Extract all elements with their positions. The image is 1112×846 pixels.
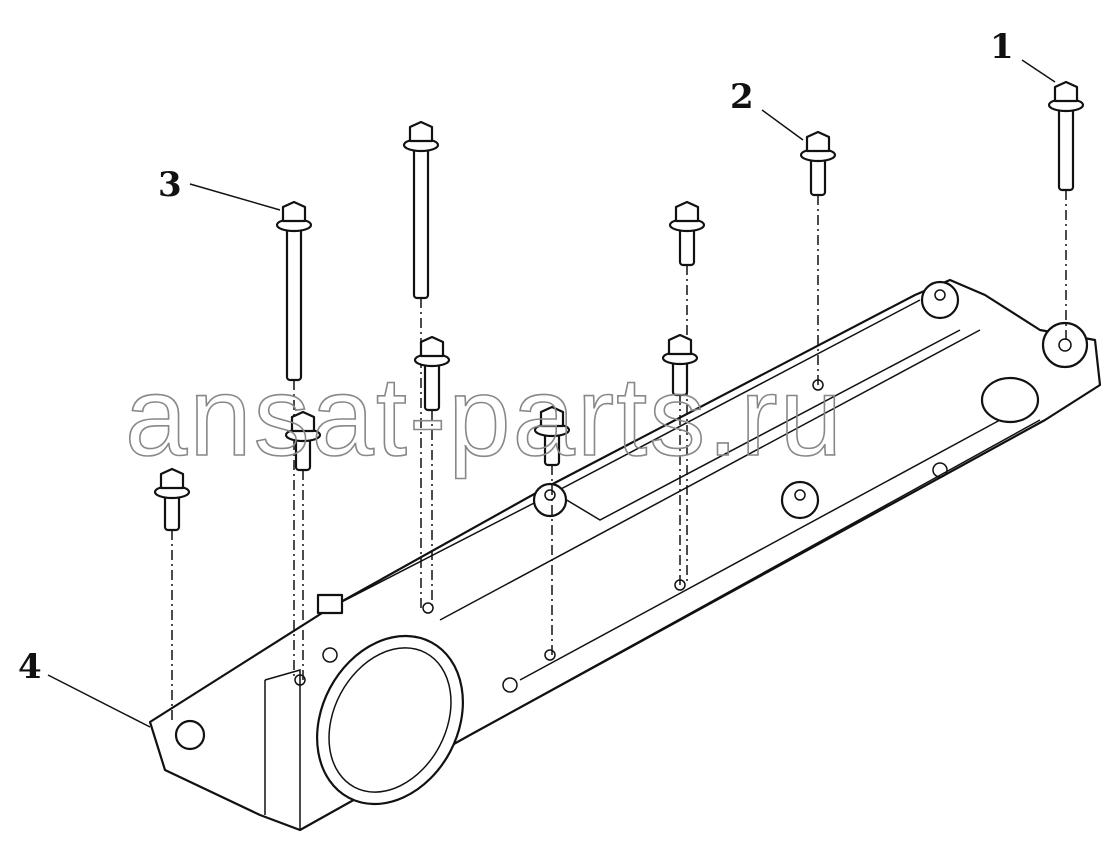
bolts xyxy=(153,80,1085,720)
bolt xyxy=(153,467,191,720)
callout-1: 1 xyxy=(990,27,1014,67)
bolt xyxy=(402,120,440,608)
bolt xyxy=(533,405,571,655)
callout-4: 4 xyxy=(18,647,42,687)
callout-2: 2 xyxy=(730,77,754,117)
bolt xyxy=(668,200,706,585)
bolt xyxy=(413,335,451,608)
housing xyxy=(148,278,1102,832)
bolt xyxy=(275,200,313,680)
bolt xyxy=(1047,80,1085,340)
leader-lines xyxy=(47,59,1056,728)
callout-3: 3 xyxy=(158,165,182,205)
bolt xyxy=(284,410,322,680)
bolt xyxy=(799,130,837,385)
watermark: ansat-parts.ru xyxy=(125,354,844,479)
bolt xyxy=(661,333,699,585)
